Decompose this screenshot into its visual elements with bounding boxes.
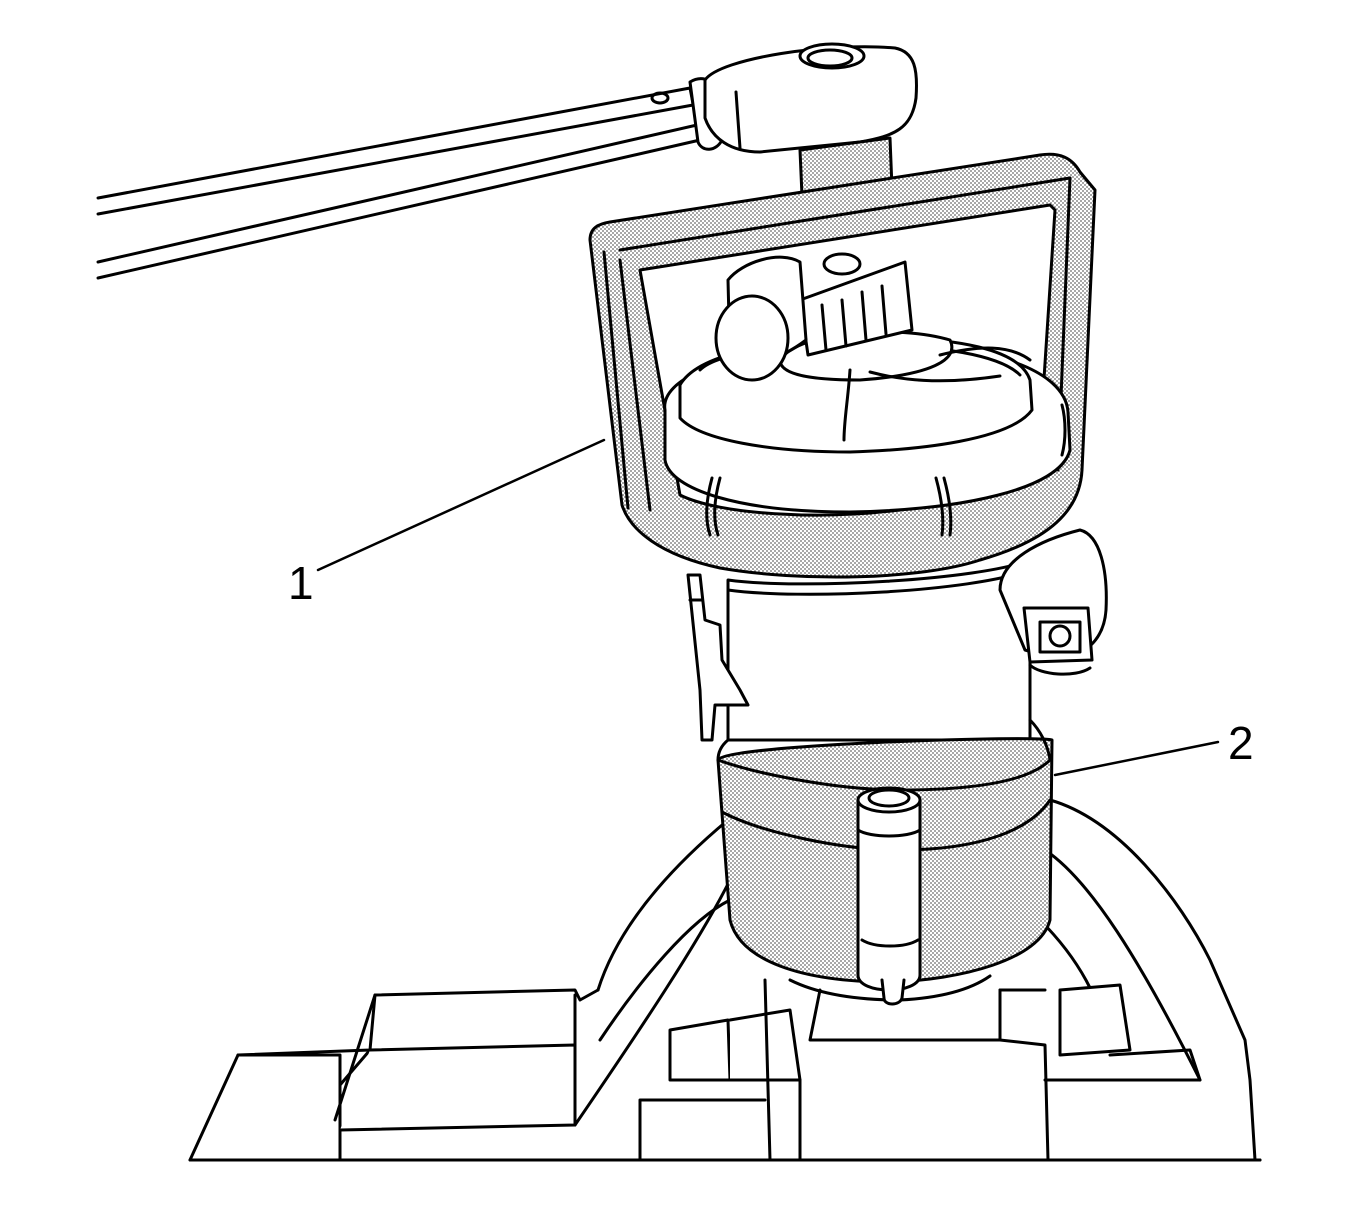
callout-1-label: 1: [288, 557, 314, 609]
callout-2-leader: [1053, 740, 1220, 777]
fuel-feed-pipe: [856, 786, 922, 1006]
pump-module-cap: [663, 252, 1072, 537]
module-base-housing: [188, 798, 1262, 1162]
callout-1-leader: [316, 438, 606, 572]
pump-module-body: [686, 528, 1108, 742]
callout-2-label: 2: [1228, 717, 1254, 769]
ratchet-head: [703, 42, 918, 154]
